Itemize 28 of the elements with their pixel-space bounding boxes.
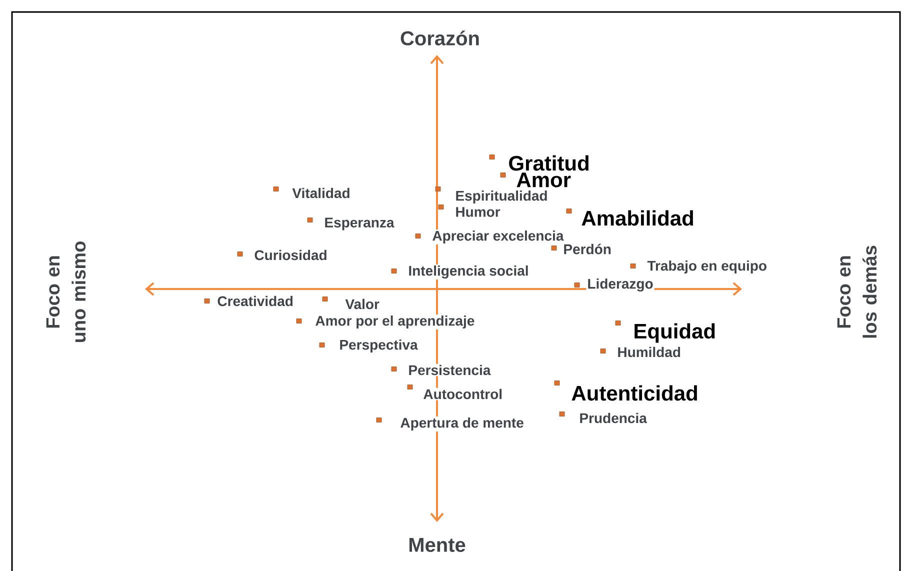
point-label: Autocontrol <box>422 388 504 400</box>
point-label: Amabilidad <box>580 209 696 227</box>
point-label: Autenticidad <box>570 384 700 402</box>
point-label: Humor <box>454 206 502 218</box>
point-label: Prudencia <box>578 412 648 424</box>
point-label: Trabajo en equipo <box>646 259 768 275</box>
point-label: Equidad <box>632 322 718 344</box>
point-label: Persistencia <box>407 364 492 376</box>
point-label: Amor por el aprendizaje <box>314 314 476 330</box>
axis-title: Corazón <box>400 30 479 46</box>
point-label: Creatividad <box>216 294 294 308</box>
point-label: Espiritualidad <box>454 189 549 205</box>
axis-title: Foco en uno mismo <box>46 242 86 342</box>
point-label: Valor <box>344 298 380 310</box>
point-label: Apertura de mente <box>399 416 525 432</box>
point-label: Amor <box>515 172 572 188</box>
point-label: Vitalidad <box>291 186 352 200</box>
point-label: Gratitud <box>507 154 591 172</box>
axis-title: Mente <box>409 538 466 552</box>
point-label: Esperanza <box>323 216 396 232</box>
point-label: Curiosidad <box>253 248 328 262</box>
point-label: Perspectiva <box>338 338 419 354</box>
point-label: Inteligencia social <box>407 264 530 280</box>
point-label: Humildad <box>616 346 682 358</box>
axis-title: Foco en los demás <box>837 246 877 338</box>
point-label: Liderazgo <box>586 277 654 293</box>
point-label: Apreciar excelencia <box>431 229 565 245</box>
point-label: Perdón <box>562 242 612 256</box>
